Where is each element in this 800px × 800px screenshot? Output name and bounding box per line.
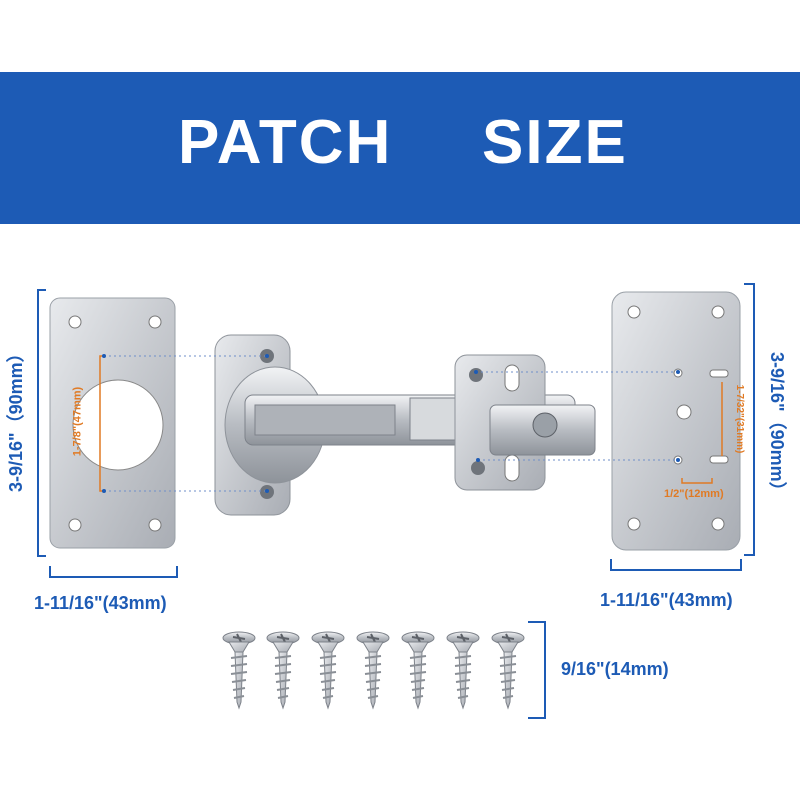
right-plate-slot-offset-label: 1/2"(12mm) — [664, 488, 724, 500]
screw-length-label: 9/16"(14mm) — [561, 659, 669, 679]
left-plate-hole-spacing-label: 1-7/8"(47mm) — [71, 386, 84, 457]
right-plate-height-label: 3-9/16"（90mm） — [767, 352, 787, 500]
banner-title-word1: PATCH — [178, 108, 393, 177]
right-plate-width-label: 1-11/16"(43mm) — [600, 590, 733, 610]
hinge-image — [214, 334, 596, 516]
left-plate-width-label: 1-11/16"(43mm) — [34, 593, 167, 613]
dimension-lines — [37, 283, 755, 719]
screw-image — [222, 631, 525, 709]
header-banner — [0, 72, 800, 224]
alignment-lines — [104, 355, 678, 492]
plate-right-image — [611, 291, 741, 551]
plate-left-image — [49, 297, 176, 549]
left-plate-height-label: 3-9/16"（90mm） — [6, 344, 26, 492]
right-plate-slot-spacing-label: 1-7/32"(31mm) — [734, 384, 745, 454]
banner-title-word2: SIZE — [482, 108, 628, 177]
